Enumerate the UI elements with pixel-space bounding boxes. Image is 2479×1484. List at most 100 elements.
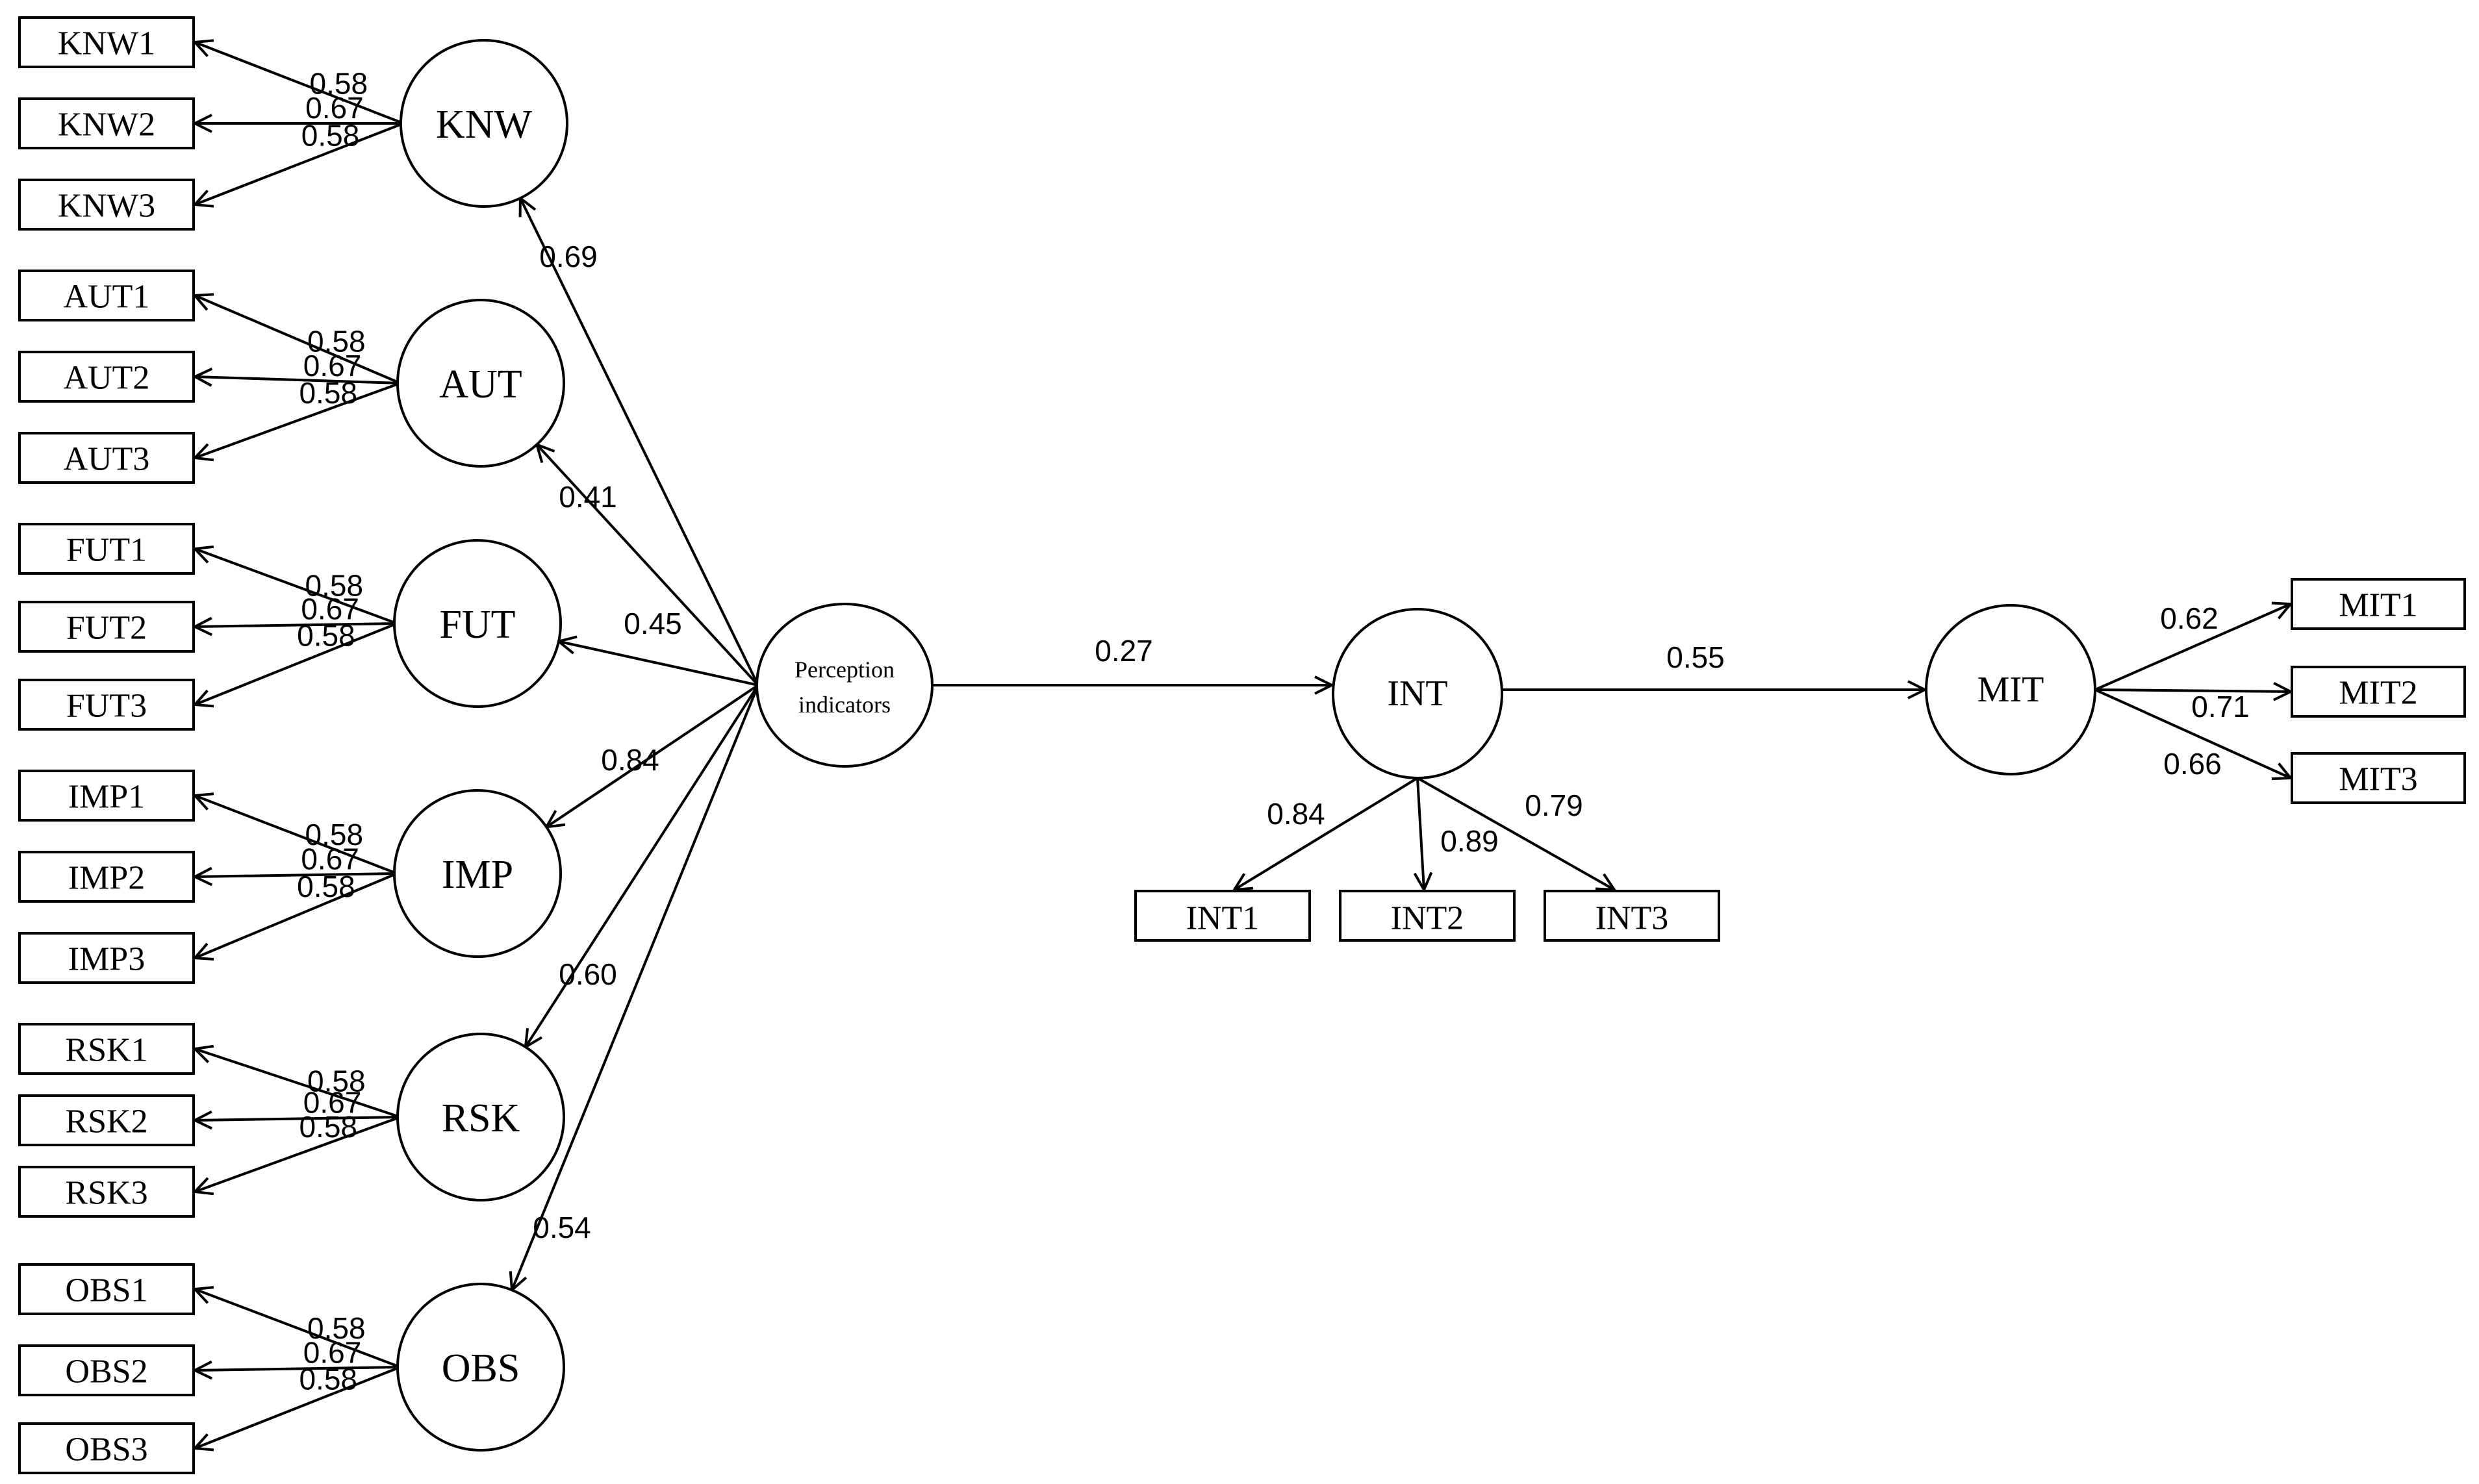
indicator-box-aut3 [18, 432, 195, 484]
indicator-label-imp2: IMP2 [68, 860, 145, 897]
construct-imp [393, 789, 562, 958]
indicator-box-knw1 [18, 16, 195, 68]
construct-label-int: INT [1387, 673, 1447, 714]
loading-label-obs1: 0.58 [307, 1311, 366, 1345]
indicator-box-obs2 [18, 1344, 195, 1396]
indicator-label-obs3: OBS3 [65, 1431, 147, 1468]
indicator-label-rsk3: RSK3 [65, 1175, 147, 1212]
edges-layer [195, 42, 2291, 1448]
construct-knw [400, 39, 568, 208]
loading-arrow-rsk1 [195, 1049, 401, 1118]
indicator-label-mit1: MIT1 [2339, 587, 2417, 624]
indicator-box-knw3 [18, 179, 195, 231]
construct-aut [396, 299, 565, 468]
loading-arrow-knw1 [195, 42, 404, 125]
indicator-box-fut1 [18, 523, 195, 575]
indicator-box-fut2 [18, 601, 195, 653]
construct-label-aut: AUT [439, 362, 522, 407]
loading-arrow-aut3 [195, 382, 401, 458]
path-label-rsk: 0.60 [559, 957, 617, 991]
loading-label-int3: 0.79 [1525, 788, 1583, 822]
loading-label-aut3: 0.58 [299, 376, 357, 410]
loading-label-rsk2: 0.67 [303, 1086, 362, 1120]
loading-arrow-mit3 [2094, 688, 2291, 778]
loading-arrow-imp3 [195, 872, 398, 958]
loading-arrow-imp1 [195, 796, 398, 875]
indicator-label-imp3: IMP3 [68, 941, 145, 978]
indicator-box-rsk1 [18, 1023, 195, 1075]
indicator-box-aut1 [18, 270, 195, 321]
indicator-label-obs1: OBS1 [65, 1272, 147, 1309]
indicator-label-imp1: IMP1 [68, 779, 145, 816]
indicator-label-knw3: KNW3 [58, 188, 155, 225]
indicator-box-int2 [1339, 890, 1516, 942]
indicator-box-obs3 [18, 1422, 195, 1474]
loading-label-int2: 0.89 [1440, 824, 1499, 858]
indicator-box-mit1 [2291, 578, 2466, 630]
indicator-label-mit2: MIT2 [2339, 675, 2417, 712]
indicator-box-imp2 [18, 851, 195, 903]
indicator-box-int1 [1134, 890, 1311, 942]
indicator-label-aut3: AUT3 [64, 441, 150, 478]
loading-arrow-knw3 [195, 122, 404, 205]
loading-arrow-rsk2 [195, 1117, 401, 1120]
indicator-box-knw2 [18, 97, 195, 149]
loading-arrow-mit2 [2094, 690, 2291, 692]
loading-arrow-int3 [1417, 777, 1614, 890]
indicator-label-int3: INT3 [1595, 900, 1669, 937]
indicator-box-fut3 [18, 679, 195, 731]
loading-arrow-obs1 [195, 1289, 401, 1368]
perception-label-line2: indicators [798, 692, 891, 718]
path-arrow-aut [537, 444, 759, 686]
path-arrow-obs [512, 685, 759, 1290]
loading-label-knw1: 0.58 [310, 67, 368, 101]
indicator-label-aut2: AUT2 [64, 360, 150, 397]
construct-obs [396, 1283, 565, 1452]
indicator-box-rsk3 [18, 1166, 195, 1218]
construct-label-rsk: RSK [442, 1096, 520, 1140]
indicator-box-int3 [1544, 890, 1720, 942]
indicator-box-mit3 [2291, 752, 2466, 804]
path-arrow-fut [559, 642, 759, 686]
loading-label-rsk1: 0.58 [307, 1064, 366, 1098]
loading-label-int1: 0.84 [1267, 797, 1325, 831]
path-label-int-mit: 0.55 [1666, 640, 1725, 674]
indicator-label-rsk2: RSK2 [65, 1103, 147, 1140]
indicator-label-fut2: FUT2 [66, 610, 147, 647]
loading-arrow-fut2 [195, 623, 398, 627]
loading-arrow-imp2 [195, 874, 398, 877]
loading-label-knw2: 0.67 [305, 91, 364, 125]
loading-arrow-rsk3 [195, 1116, 401, 1192]
indicator-label-fut3: FUT3 [66, 688, 147, 725]
loading-arrow-fut1 [195, 549, 398, 625]
loading-arrow-aut2 [195, 377, 401, 383]
construct-label-knw: KNW [436, 103, 533, 147]
loading-arrow-int2 [1417, 777, 1424, 890]
indicator-label-obs2: OBS2 [65, 1353, 147, 1390]
path-label-obs: 0.54 [533, 1211, 591, 1244]
loading-label-aut1: 0.58 [307, 325, 366, 358]
loading-label-obs3: 0.58 [299, 1363, 357, 1396]
construct-int [1332, 608, 1503, 779]
loading-arrow-int1 [1234, 777, 1419, 890]
path-label-knw: 0.69 [539, 240, 598, 273]
loading-label-mit2: 0.71 [2191, 690, 2250, 723]
nodes-layer: KNWKNW1KNW2KNW3AUTAUT1AUT2AUT3FUTFUT1FUT… [18, 16, 2466, 1474]
path-label-fut: 0.45 [624, 607, 682, 640]
construct-mit [1925, 604, 2096, 775]
loading-label-mit1: 0.62 [2160, 601, 2218, 635]
loading-label-fut2: 0.67 [301, 592, 359, 626]
loading-arrow-aut1 [195, 296, 401, 384]
indicator-box-obs1 [18, 1263, 195, 1315]
indicator-label-int2: INT2 [1391, 900, 1464, 937]
path-label-imp: 0.84 [601, 743, 659, 777]
indicator-label-mit3: MIT3 [2339, 761, 2417, 798]
path-arrow-imp [546, 684, 759, 827]
indicator-box-imp1 [18, 770, 195, 822]
perception-indicators-node [756, 603, 934, 768]
indicator-label-fut1: FUT1 [66, 532, 147, 569]
path-label-perception-int: 0.27 [1095, 634, 1153, 668]
loading-arrow-obs3 [195, 1366, 401, 1448]
loading-label-imp1: 0.58 [305, 818, 364, 851]
